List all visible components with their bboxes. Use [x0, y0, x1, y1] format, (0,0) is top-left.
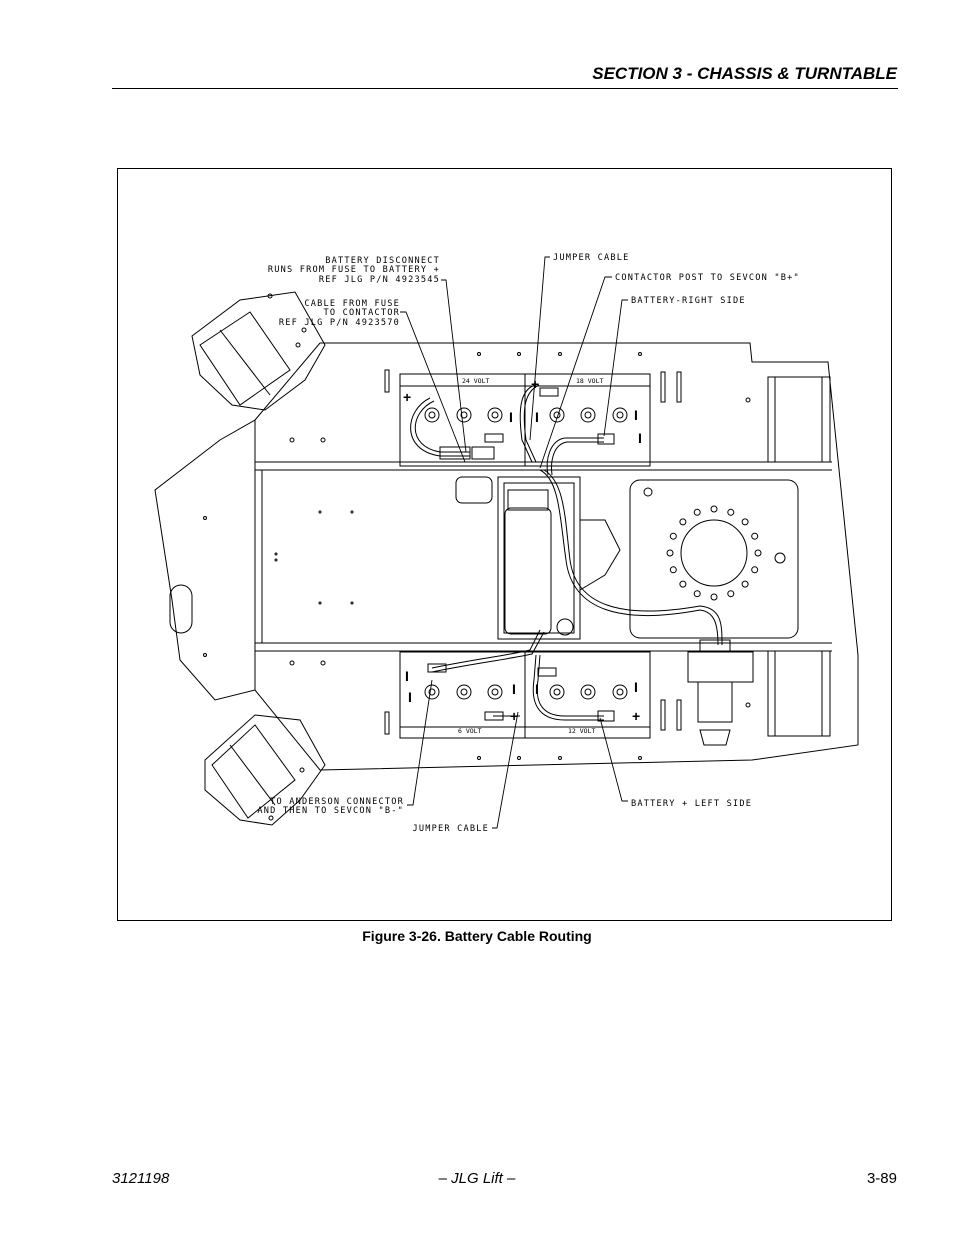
terminal-mark-top-mid-b: I: [535, 409, 539, 425]
header-rule: [112, 88, 898, 89]
cables: [410, 384, 723, 721]
figure-frame: [117, 168, 892, 921]
bolt-hole: [669, 566, 677, 574]
callout-jumper-cable-bottom: JUMPER CABLE: [413, 824, 490, 834]
callout-cable-fuse-contactor-2: TO CONTACTOR: [324, 308, 401, 318]
document-number: 3121198: [112, 1170, 170, 1187]
right-side-panels: [767, 376, 831, 737]
callout-anderson-connector-1: TO ANDERSON CONNECTOR: [270, 797, 404, 807]
terminal-minus-top-right: I: [638, 430, 642, 446]
terminal-mark-top-mid-a: I: [509, 409, 513, 425]
bolt-hole: [751, 566, 759, 574]
publisher-name: – JLG Lift –: [438, 1170, 516, 1187]
cable-lugs: [427, 387, 615, 722]
callout-cable-fuse-contactor-1: CABLE FROM FUSE: [304, 299, 400, 309]
bolt-hole: [693, 508, 701, 516]
terminal-mark-bottom-right: I: [634, 679, 638, 695]
bolt-hole: [669, 532, 677, 540]
terminal-plus-bottom-right: +: [632, 708, 640, 724]
controller-assembly: [455, 476, 621, 640]
battery-box-top: [399, 373, 651, 467]
callout-jumper-cable-top: JUMPER CABLE: [553, 253, 630, 263]
callout-battery-disconnect-1: BATTERY DISCONNECT: [325, 256, 440, 266]
terminal-mark-top-right: I: [634, 407, 638, 423]
bolt-hole: [754, 549, 762, 557]
callout-battery-left-side: BATTERY + LEFT SIDE: [631, 799, 752, 809]
bolt-hole: [727, 590, 735, 598]
battery-posts-bottom: [424, 684, 628, 700]
bolt-hole: [741, 518, 749, 526]
terminal-plus-top-left: +: [403, 389, 411, 405]
turntable-plate: [629, 479, 799, 639]
battery-label-18v: 18 VOLT: [576, 377, 603, 385]
bolt-hole: [751, 532, 759, 540]
terminal-plus-top-center: +: [531, 376, 539, 392]
callout-battery-right-side: BATTERY-RIGHT SIDE: [631, 296, 746, 306]
bolt-circle: [666, 505, 762, 601]
callout-cable-fuse-contactor-3: REF JLG P/N 4923570: [279, 318, 400, 328]
callout-battery-disconnect-2: RUNS FROM FUSE TO BATTERY +: [268, 265, 440, 275]
terminal-plus-bottom-center: +: [510, 708, 518, 724]
battery-posts-top: [424, 407, 628, 423]
figure-caption: Figure 3-26. Battery Cable Routing: [362, 928, 592, 944]
bolt-hole: [710, 505, 718, 513]
callout-contactor-post: CONTACTOR POST TO SEVCON "B+": [615, 273, 800, 283]
bolt-hole: [710, 593, 718, 601]
battery-box-bottom: [399, 651, 651, 739]
callout-battery-disconnect-3: REF JLG P/N 4923545: [319, 275, 440, 285]
terminal-mark-bottom-mid-a: I: [512, 681, 516, 697]
bolt-hole: [679, 580, 687, 588]
callout-anderson-connector-2: AND THEN TO SEVCON "B-": [257, 806, 404, 816]
leader-lines: [400, 256, 628, 829]
battery-label-24v: 24 VOLT: [462, 377, 489, 385]
battery-label-6v: 6 VOLT: [458, 727, 482, 735]
contactor-lower-right: [687, 639, 754, 746]
bolt-hole: [666, 549, 674, 557]
bolt-hole: [741, 580, 749, 588]
upper-left-bracket: [191, 291, 326, 411]
page-number: 3-89: [866, 1170, 897, 1187]
chassis-outline: [154, 342, 859, 771]
battery-label-12v: 12 VOLT: [568, 727, 595, 735]
bolt-hole: [679, 518, 687, 526]
lower-left-bracket: [204, 714, 326, 826]
terminal-mark-bottom-left: I: [408, 689, 412, 705]
terminal-mark-bottom-mid-b: I: [535, 681, 539, 697]
terminal-minus-bottom-left: I: [405, 668, 409, 684]
bolt-hole: [693, 590, 701, 598]
bolt-hole: [727, 508, 735, 516]
section-title: SECTION 3 - CHASSIS & TURNTABLE: [592, 64, 897, 83]
